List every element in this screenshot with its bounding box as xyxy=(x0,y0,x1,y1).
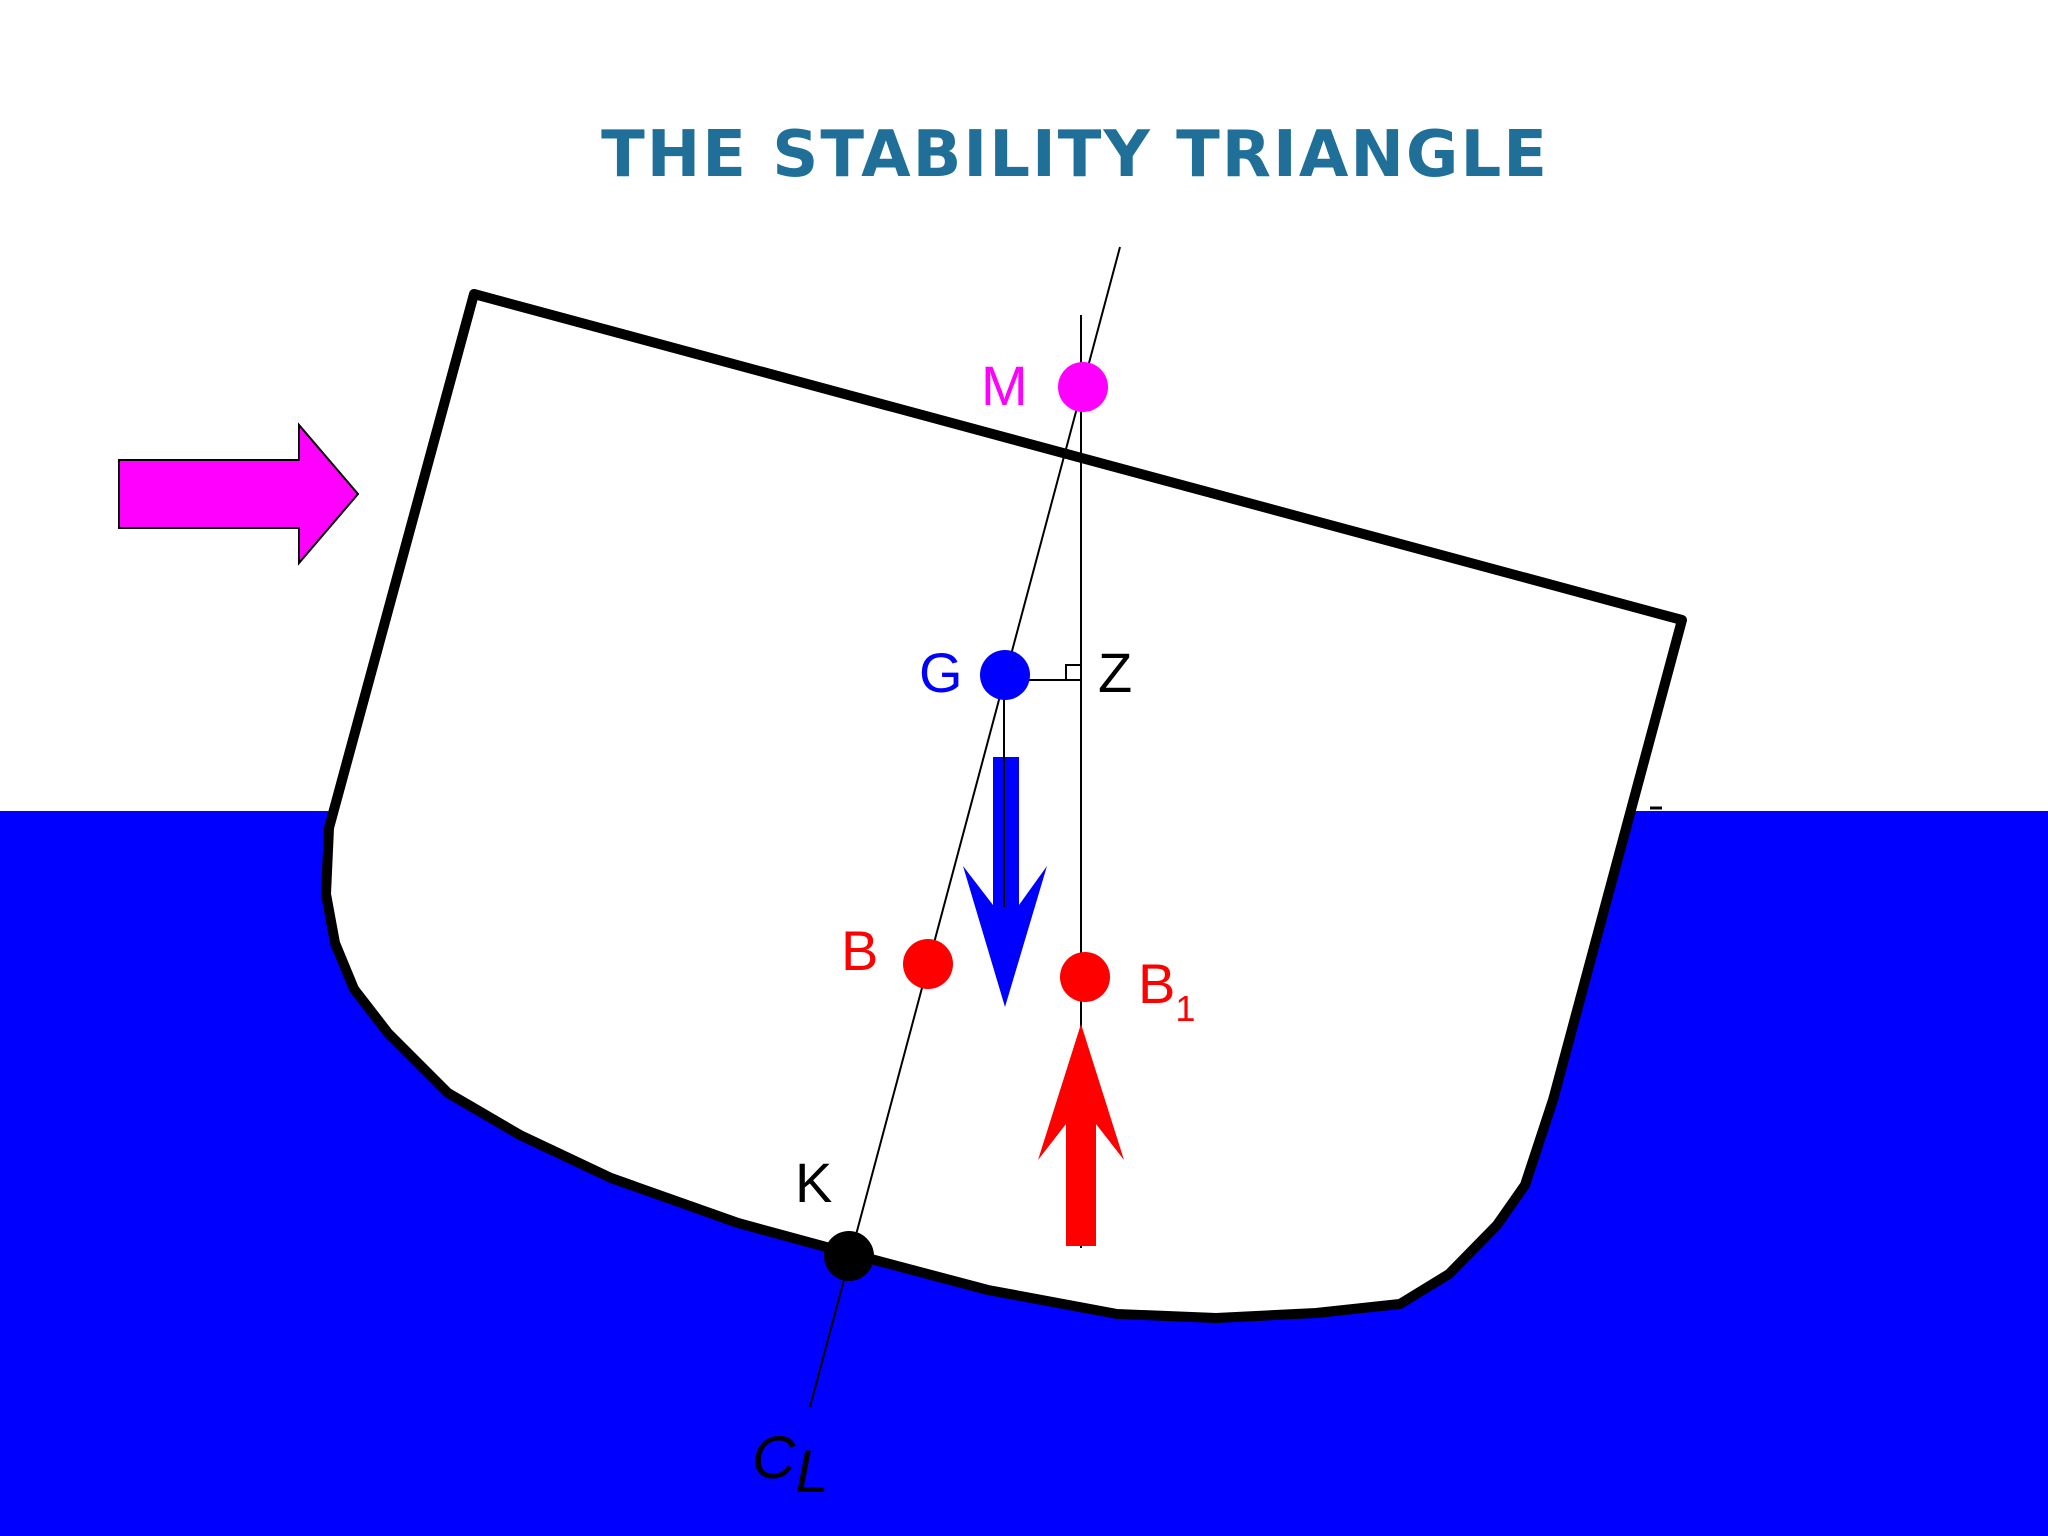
arrow-right-icon xyxy=(118,422,360,566)
keel-point xyxy=(824,1231,874,1281)
centreline xyxy=(809,246,1121,1408)
page-title: THE STABILITY TRIANGLE xyxy=(601,118,1549,192)
label-z: Z xyxy=(1098,641,1132,704)
new-centre-of-buoyancy-point xyxy=(1060,952,1110,1002)
label-b1-sub: 1 xyxy=(1175,988,1195,1029)
label-cl-sub: L xyxy=(795,1438,828,1505)
metacentre-point xyxy=(1058,362,1108,412)
label-k: K xyxy=(795,1151,832,1214)
label-cl: CL xyxy=(752,1424,829,1505)
centre-of-gravity-point xyxy=(980,650,1030,700)
right-angle-icon xyxy=(1065,664,1082,681)
label-cl-main: C xyxy=(752,1424,796,1491)
label-b: B xyxy=(841,919,878,982)
arrow-up-icon xyxy=(1038,1024,1124,1246)
label-b1-main: B xyxy=(1138,952,1175,1015)
centre-of-buoyancy-point xyxy=(903,939,953,989)
label-m: M xyxy=(981,354,1028,417)
label-b1: B1 xyxy=(1138,952,1195,1029)
label-g: G xyxy=(919,641,963,704)
